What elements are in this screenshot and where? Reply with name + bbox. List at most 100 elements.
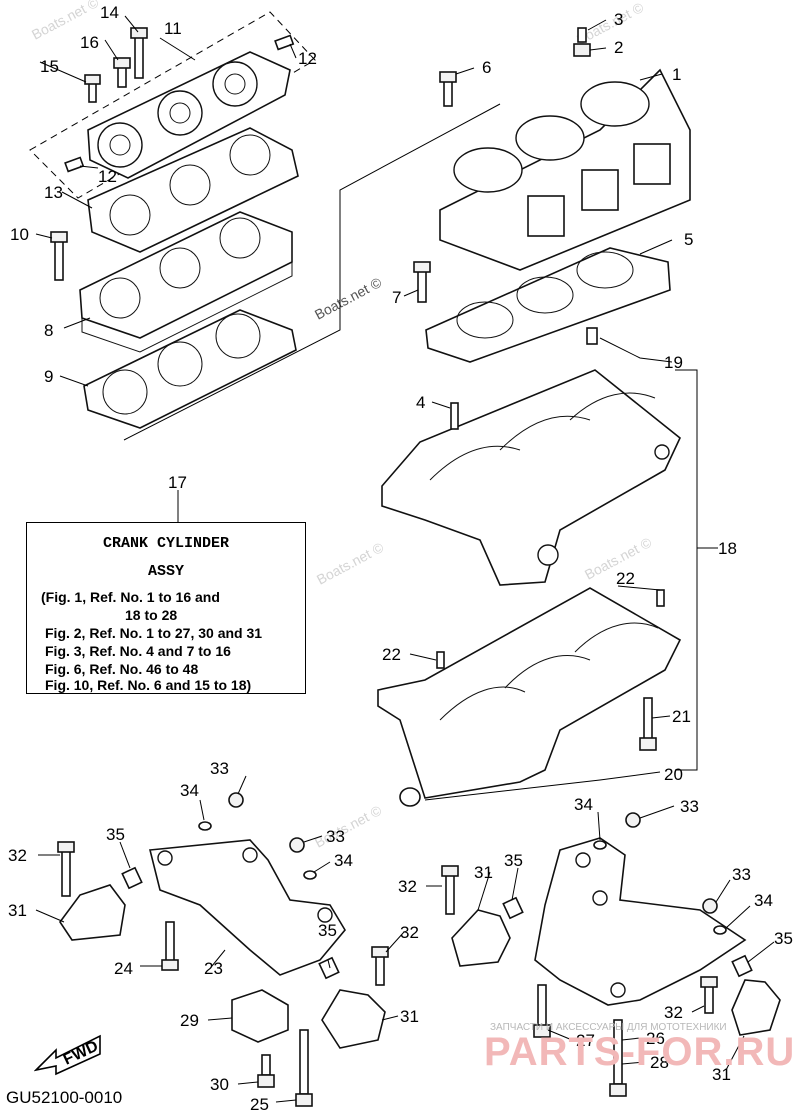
callout-21: 21 xyxy=(672,707,691,726)
callout-29: 29 xyxy=(180,1011,199,1030)
callout-32: 32 xyxy=(400,923,419,942)
seal xyxy=(399,787,421,807)
drawing-code: GU52100-0010 xyxy=(6,1088,123,1107)
screw-33 xyxy=(289,837,305,853)
dowel-4 xyxy=(450,402,459,430)
legend-line: Fig. 10, Ref. No. 6 and 15 to 18) xyxy=(45,677,252,693)
right-mount-group xyxy=(441,812,781,1097)
callout-31: 31 xyxy=(8,901,27,920)
callout-34: 34 xyxy=(574,795,593,814)
legend-line: Fig. 3, Ref. No. 4 and 7 to 16 xyxy=(45,643,231,659)
plate-2 xyxy=(573,43,591,57)
callout-25: 25 xyxy=(250,1095,269,1114)
washer-34 xyxy=(198,821,212,831)
callout-7: 7 xyxy=(392,288,401,307)
washer-34 xyxy=(713,925,727,935)
washer-34 xyxy=(303,870,317,880)
callout-32: 32 xyxy=(664,1003,683,1022)
legend-title: CRANK CYLINDER xyxy=(102,535,230,552)
callout-34: 34 xyxy=(754,891,773,910)
legend-subtitle: ASSY xyxy=(147,563,184,580)
callout-20: 20 xyxy=(664,765,683,784)
bolt-25 xyxy=(299,1029,309,1095)
rubber-mount-31 xyxy=(731,979,781,1036)
watermark: Boats.net © xyxy=(312,274,385,323)
bolt-10 xyxy=(54,239,64,281)
callout-35: 35 xyxy=(774,929,793,948)
shop-watermark-logo: PARTS-FOR.RU xyxy=(484,1030,796,1074)
plug-19 xyxy=(586,327,598,345)
shim-35 xyxy=(318,956,340,980)
exhaust-port xyxy=(527,195,565,237)
leader-lines xyxy=(35,15,775,1103)
rubber-mount-31 xyxy=(451,909,511,967)
fwd-label: FWD xyxy=(61,1038,101,1069)
callout-32: 32 xyxy=(8,846,27,865)
washer-34 xyxy=(593,840,607,850)
callout-10: 10 xyxy=(10,225,29,244)
screw-33 xyxy=(228,792,244,808)
bolt-24 xyxy=(165,921,175,963)
callout-17: 17 xyxy=(168,473,187,492)
forward-arrow-icon: FWD xyxy=(34,1034,101,1076)
callout-26: 26 xyxy=(646,1029,665,1048)
callout-13: 13 xyxy=(44,183,63,202)
callout-31: 31 xyxy=(712,1065,731,1084)
shim-35 xyxy=(502,896,524,920)
callout-9: 9 xyxy=(44,367,53,386)
left-mount-group xyxy=(57,792,389,1107)
shim-35 xyxy=(731,954,753,978)
callout-18: 18 xyxy=(718,539,737,558)
dashed-outline xyxy=(29,11,316,199)
rubber-mount-31 xyxy=(321,989,386,1049)
fitting-12-bottom xyxy=(64,156,85,173)
rubber-mount-29 xyxy=(231,989,289,1043)
bolt-21 xyxy=(643,697,653,741)
callout-24: 24 xyxy=(114,959,133,978)
callout-28: 28 xyxy=(650,1053,669,1072)
bolt-32 xyxy=(704,984,714,1014)
bolt-32 xyxy=(445,873,455,915)
callout-27: 27 xyxy=(576,1031,595,1050)
cylinder-gasket-5 xyxy=(425,247,671,363)
exhaust-port xyxy=(581,169,619,211)
rubber-mount-31 xyxy=(59,884,126,941)
screw-3 xyxy=(577,27,587,43)
callout-14: 14 xyxy=(100,3,119,22)
callout-8: 8 xyxy=(44,321,53,340)
screw-33 xyxy=(625,812,641,828)
callout-34: 34 xyxy=(334,851,353,870)
group-bracket xyxy=(123,103,501,441)
cylinder-block-group xyxy=(413,27,691,363)
bolt-27 xyxy=(537,984,547,1028)
watermark: Boats.net © xyxy=(312,802,385,851)
bolt-32 xyxy=(375,954,385,986)
legend-line: Fig. 2, Ref. No. 1 to 27, 30 and 31 xyxy=(45,625,263,641)
callout-12: 12 xyxy=(98,167,117,186)
legend-line: (Fig. 1, Ref. No. 1 to 16 and xyxy=(41,589,220,605)
callout-16: 16 xyxy=(80,33,99,52)
bolt-14 xyxy=(134,33,144,79)
watermark: Boats.net © xyxy=(314,539,387,588)
callout-2: 2 xyxy=(614,38,623,57)
dowel-22 xyxy=(656,589,665,607)
legend-line: 18 to 28 xyxy=(125,607,178,623)
callout-23: 23 xyxy=(204,959,223,978)
bolt-32 xyxy=(61,849,71,897)
assembly-bracket xyxy=(675,369,698,771)
callout-5: 5 xyxy=(684,230,693,249)
bolt-15 xyxy=(88,81,97,103)
callout-1: 1 xyxy=(672,65,681,84)
callout-4: 4 xyxy=(416,393,425,412)
head-gasket-9 xyxy=(83,309,297,429)
callout-30: 30 xyxy=(210,1075,229,1094)
callout-11: 11 xyxy=(164,19,182,38)
callout-6: 6 xyxy=(482,58,491,77)
callout-33: 33 xyxy=(210,759,229,778)
engine-mount-bracket-23 xyxy=(148,839,346,976)
callout-35: 35 xyxy=(504,851,523,870)
callout-22: 22 xyxy=(382,645,401,664)
callout-12: 12 xyxy=(298,49,317,68)
bolt-7 xyxy=(417,269,427,303)
